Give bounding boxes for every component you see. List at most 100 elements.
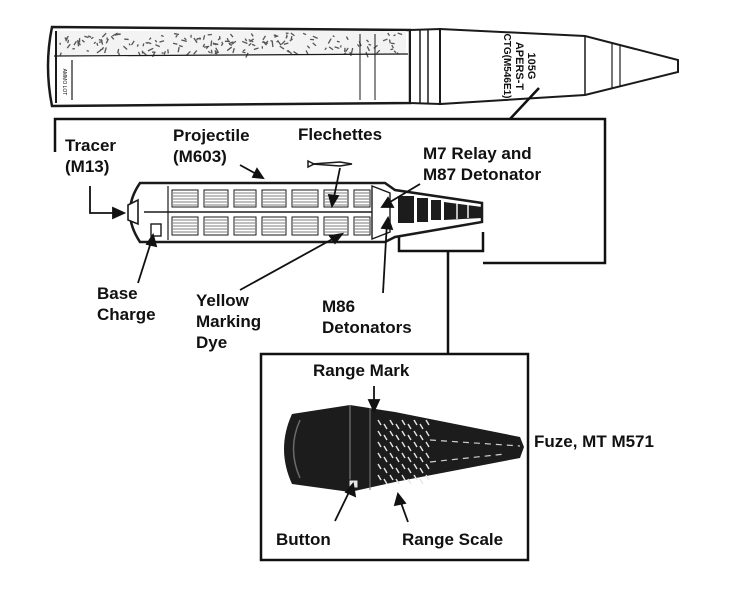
propellant-grain: [368, 43, 372, 46]
propellant-grain: [290, 32, 295, 37]
propellant-grain: [147, 41, 152, 45]
propellant-grain: [293, 51, 299, 55]
propellant-grain: [306, 45, 311, 49]
label-button: Button: [276, 529, 331, 550]
flechette-cell: [233, 189, 257, 208]
range-tick: [389, 463, 394, 470]
range-tick: [425, 463, 430, 470]
propellant-grain: [214, 51, 219, 55]
range-tick: [401, 452, 406, 459]
range-tick: [401, 474, 406, 481]
label-tracer: Tracer (M13): [65, 135, 116, 177]
propellant-grain: [65, 38, 68, 42]
propellant-grain: [110, 35, 115, 40]
cartridge-stamp-2: APERS-T: [513, 42, 525, 91]
propellant-grain: [261, 41, 268, 45]
propellant-grain: [105, 38, 109, 44]
propellant-grain: [387, 32, 391, 37]
propellant-grain: [183, 37, 187, 41]
label-line: (M13): [65, 157, 110, 176]
propellant-grain: [112, 32, 118, 37]
flechette-cell: [291, 189, 319, 208]
dye-arrow: [239, 235, 339, 291]
base-charge-arrowhead: [145, 232, 158, 248]
propellant-grain: [270, 40, 274, 43]
label-line: Button: [276, 530, 331, 549]
propellant-grain: [289, 38, 293, 42]
label-fuze: Fuze, MT M571: [534, 431, 654, 452]
range-tick: [407, 423, 412, 430]
propellant-grain: [73, 40, 77, 46]
propellant-grain: [196, 38, 198, 41]
propellant-grain: [373, 44, 378, 49]
tracer-arrowhead: [112, 206, 127, 220]
propellant-grain: [86, 49, 89, 52]
range-tick: [383, 434, 388, 441]
propellant-grain: [390, 48, 394, 51]
range-tick: [407, 478, 412, 485]
propellant-grain: [193, 37, 198, 44]
propellant-grain: [327, 38, 332, 44]
propellant-grain: [101, 32, 107, 38]
propellant-grain: [93, 41, 97, 45]
label-line: Projectile: [173, 126, 250, 145]
propellant-grain: [271, 41, 274, 48]
range-tick: [389, 419, 394, 426]
propellant-grain: [279, 45, 285, 50]
range-tick: [389, 452, 394, 459]
range-tick: [383, 423, 388, 430]
fuze-inset-frame: [259, 352, 530, 562]
cartridge-stamp-3: CTG(M546E1): [501, 33, 512, 98]
propellant-grain: [250, 33, 254, 37]
range-tick: [377, 441, 382, 448]
propellant-grain: [302, 32, 307, 36]
propellant-grain: [397, 32, 403, 36]
button-arrowhead: [344, 481, 357, 498]
propellant-grain: [215, 47, 220, 54]
rotating-band: [409, 27, 441, 106]
range-tick: [419, 456, 424, 463]
propellant-grain: [328, 46, 334, 51]
projectile-arrowhead: [251, 167, 265, 180]
propellant-grain: [205, 46, 209, 50]
range-tick: [407, 467, 412, 474]
propellant-grain: [210, 49, 213, 54]
case-inner-line: [53, 53, 409, 57]
label-line: Dye: [196, 333, 228, 352]
propellant-grain: [241, 40, 248, 45]
propellant-grain: [376, 49, 381, 54]
propellant-grain: [391, 44, 395, 49]
propellant-grain: [228, 43, 233, 46]
propellant-grain: [305, 50, 309, 55]
propellant-grain: [356, 43, 360, 47]
propellant-grain: [159, 40, 165, 43]
propellant-grain: [262, 35, 267, 41]
label-line: Marking: [196, 312, 262, 331]
label-base-charge: Base Charge: [97, 283, 156, 325]
propellant-grain: [202, 43, 206, 48]
propellant-grain: [101, 46, 105, 50]
propellant-grain: [334, 46, 340, 49]
upper-callout-frame: [53, 117, 607, 265]
propellant-grain: [345, 47, 349, 52]
callout-frames: [53, 87, 607, 562]
propellant-grain: [228, 41, 234, 45]
range-tick: [395, 478, 400, 485]
range-tick: [383, 467, 388, 474]
propellant-grain: [136, 44, 139, 47]
range-tick: [383, 478, 388, 485]
range-tick: [419, 423, 424, 430]
label-line: Range Scale: [402, 530, 504, 549]
propellant-grain: [77, 39, 81, 46]
propellant-grain: [229, 33, 234, 38]
propellant-grain: [312, 35, 318, 39]
propellant-grain: [148, 37, 152, 41]
propellant-grain: [251, 43, 256, 47]
range-tick: [377, 463, 382, 470]
propellant-grain: [231, 40, 237, 45]
cartridge-leader: [509, 87, 540, 120]
range-tick: [425, 474, 430, 481]
range-tick: [377, 419, 382, 426]
propellant-grain: [193, 50, 198, 55]
